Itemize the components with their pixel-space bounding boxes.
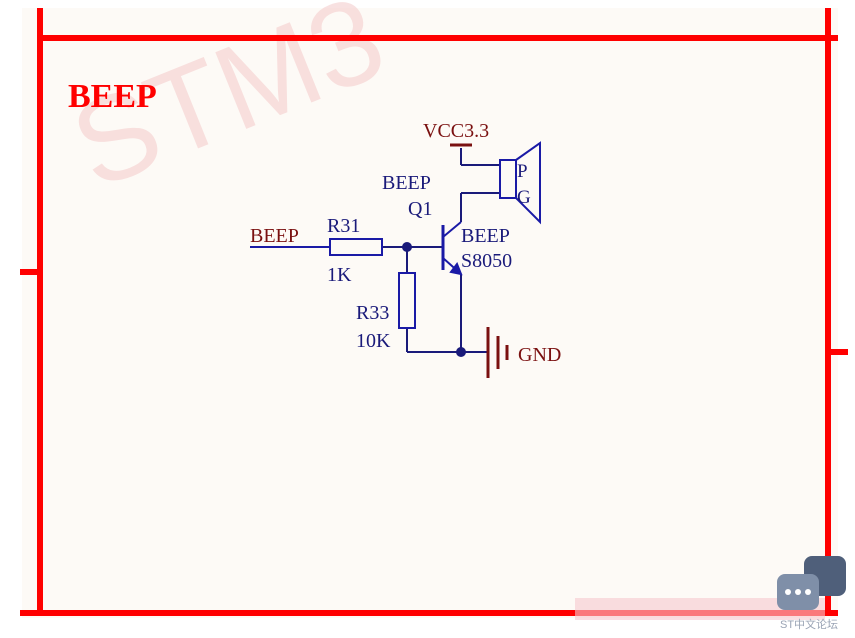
- r33-value: 10K: [356, 330, 391, 352]
- q1-ref: Q1: [408, 198, 432, 220]
- speaker-pin-p: P: [517, 161, 528, 182]
- forum-logo-text: ST中文论坛: [780, 617, 838, 631]
- transistor-q1: [441, 221, 463, 276]
- junction-dot: [456, 347, 466, 357]
- gnd-net-label: GND: [518, 344, 561, 366]
- wires: [250, 148, 500, 353]
- r33-ref: R33: [356, 302, 389, 324]
- r31-ref: R31: [327, 215, 360, 237]
- gnd-symbol: [486, 327, 509, 378]
- resistor-r33: [398, 272, 416, 329]
- sheet-title: BEEP: [68, 78, 157, 115]
- resistor-r31: [329, 238, 383, 256]
- q1-net-label: BEEP: [382, 172, 431, 194]
- q1-part: S8050: [461, 250, 512, 272]
- junction-dot: [402, 242, 412, 252]
- speaker-symbol: [499, 141, 541, 225]
- net-label-beep-input: BEEP: [250, 225, 299, 247]
- vcc-net-label: VCC3.3: [423, 120, 489, 142]
- r31-value: 1K: [327, 264, 352, 286]
- sheet-background: [22, 8, 838, 618]
- forum-logo: [777, 556, 846, 610]
- q1-net-label-2: BEEP: [461, 225, 510, 247]
- bottom-blur-strip: [575, 598, 825, 620]
- speaker-pin-g: G: [517, 187, 531, 208]
